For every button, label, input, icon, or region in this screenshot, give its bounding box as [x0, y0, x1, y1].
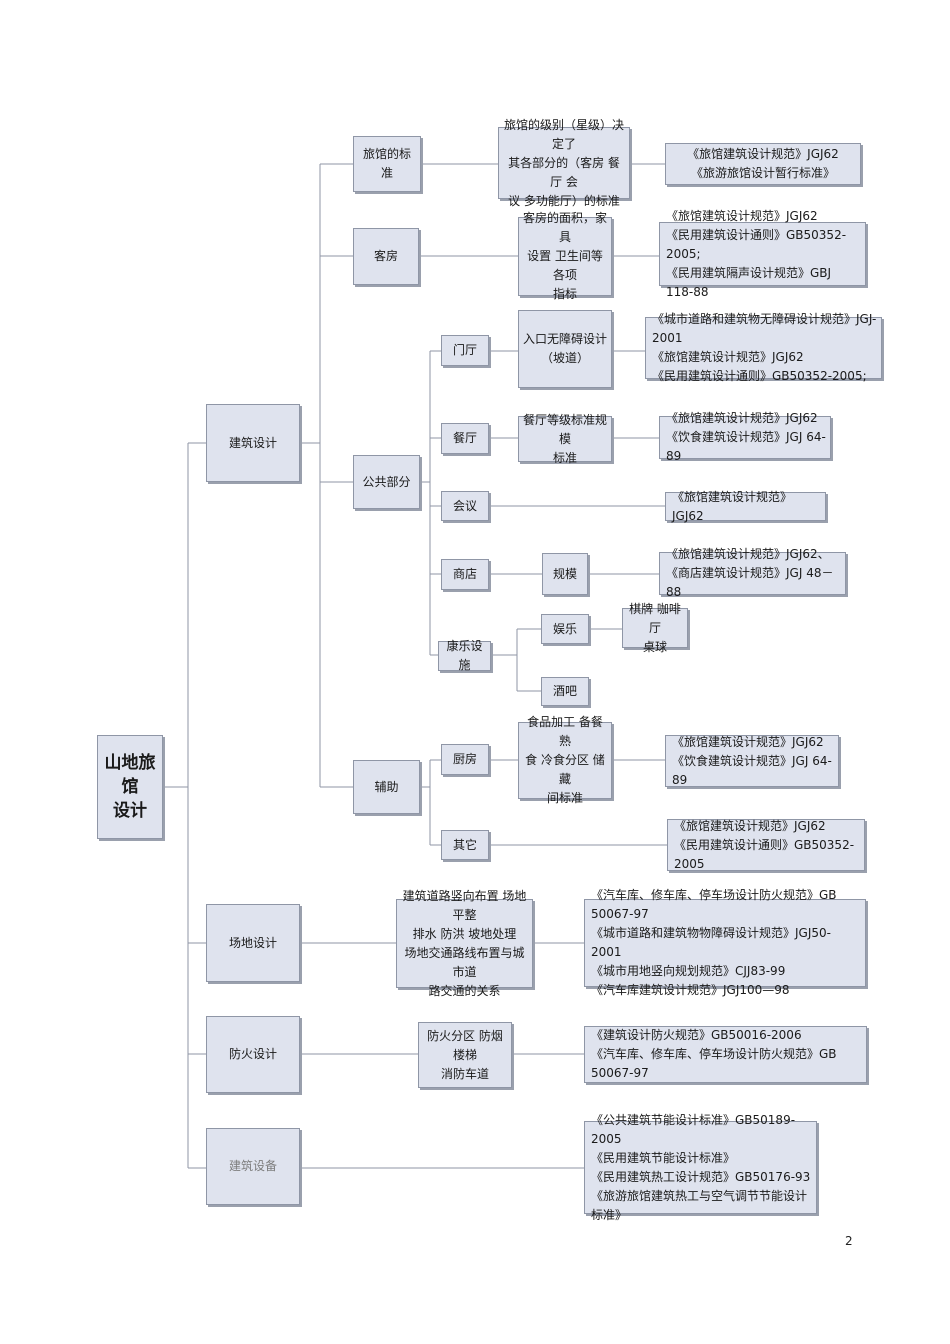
public-area-node: 公共部分 [353, 455, 420, 509]
architecture-design-node: 建筑设计 [206, 404, 300, 482]
hotel-standard-node: 旅馆的标准 [353, 136, 421, 192]
guest-room-node: 客房 [353, 228, 419, 285]
restaurant-description: 餐厅等级标准规模 标准 [518, 413, 612, 465]
site-design-references: 《汽车库、修车库、停车场设计防火规范》GB 50067-97 《城市道路和建筑物… [584, 888, 866, 997]
restaurant-node: 餐厅 [441, 423, 489, 454]
hotel-standard-description: 旅馆的级别（星级）决定了 其各部分的（客房 餐厅 会 议 多功能厅）的标准 [498, 118, 630, 208]
entertainment-description: 棋牌 咖啡厅 桌球 [622, 602, 688, 654]
meeting-references: 《旅馆建筑设计规范》JGJ62 [665, 490, 826, 523]
guest-room-references: 《旅馆建筑设计规范》JGJ62 《民用建筑设计通则》GB50352-2005; … [659, 209, 866, 299]
page-number: 2 [845, 1234, 853, 1248]
kitchen-description: 食品加工 备餐 熟 食 冷食分区 储藏 间标准 [518, 715, 612, 805]
other-references: 《旅馆建筑设计规范》JGJ62 《民用建筑设计通则》GB50352-2005 [667, 819, 865, 871]
building-equipment-node: 建筑设备 [206, 1128, 300, 1205]
hotel-standard-references: 《旅馆建筑设计规范》JGJ62 《旅游旅馆设计暂行标准》 [665, 143, 861, 185]
bar-node: 酒吧 [541, 677, 589, 706]
lobby-node: 门厅 [441, 335, 489, 366]
entertainment-node: 娱乐 [541, 614, 589, 644]
fire-design-description: 防火分区 防烟楼梯 消防车道 [418, 1022, 512, 1088]
meeting-node: 会议 [441, 491, 489, 521]
recreation-node: 康乐设施 [438, 639, 491, 672]
shop-node: 商店 [441, 559, 489, 590]
shop-scale-node: 规模 [542, 553, 588, 595]
site-design-node: 场地设计 [206, 904, 300, 982]
building-equipment-references: 《公共建筑节能设计标准》GB50189-2005 《民用建筑节能设计标准》 《民… [584, 1113, 817, 1222]
lobby-references: 《城市道路和建筑物无障碍设计规范》JGJ-2001 《旅馆建筑设计规范》JGJ6… [645, 312, 882, 383]
shop-references: 《旅馆建筑设计规范》JGJ62、 《商店建筑设计规范》JGJ 48－88 [659, 547, 846, 599]
other-node: 其它 [441, 830, 489, 860]
kitchen-node: 厨房 [441, 744, 489, 775]
restaurant-references: 《旅馆建筑设计规范》JGJ62 《饮食建筑设计规范》JGJ 64-89 [659, 411, 831, 463]
site-design-description: 建筑道路竖向布置 场地平整 排水 防洪 坡地处理 场地交通路线布置与城市道 路交… [396, 889, 533, 998]
root-node: 山地旅馆 设计 [97, 735, 163, 839]
fire-design-node: 防火设计 [206, 1016, 300, 1093]
fire-design-references: 《建筑设计防火规范》GB50016-2006 《汽车库、修车库、停车场设计防火规… [584, 1026, 867, 1083]
guest-room-description: 客房的面积，家具 设置 卫生间等各项 指标 [518, 211, 612, 301]
kitchen-references: 《旅馆建筑设计规范》JGJ62 《饮食建筑设计规范》JGJ 64-89 [665, 735, 839, 787]
auxiliary-node: 辅助 [353, 760, 420, 814]
lobby-description: 入口无障碍设计 （坡道） [518, 310, 612, 388]
